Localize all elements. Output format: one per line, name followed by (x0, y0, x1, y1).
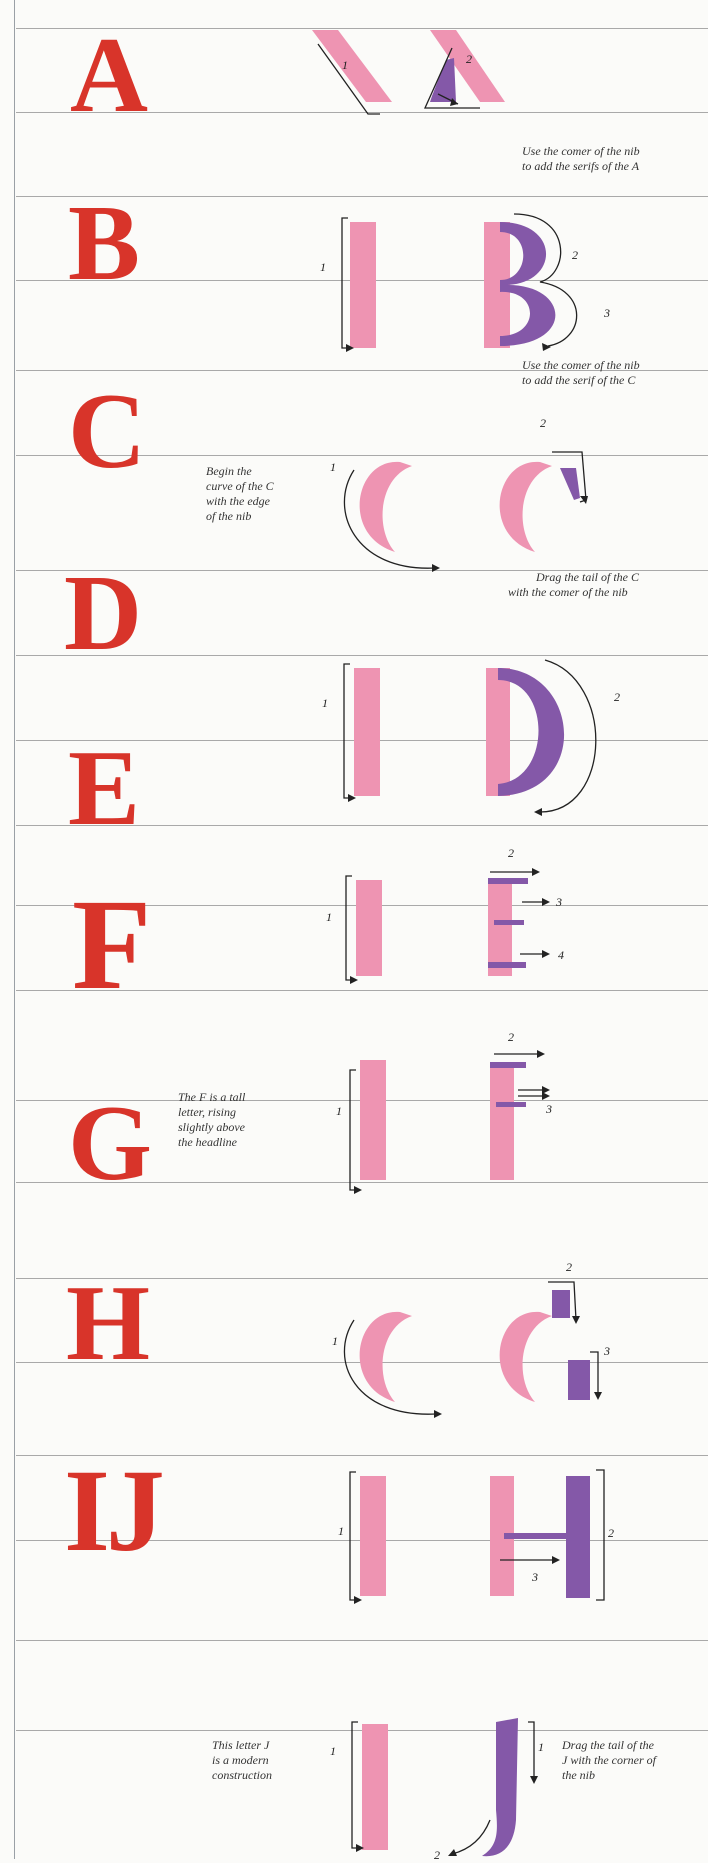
side-note-ij: This letter J is a modern construction (212, 1738, 322, 1783)
note-a: Use the comer of the nib to add the seri… (522, 144, 708, 174)
side-note-c: Begin the curve of the C with the edge o… (206, 464, 316, 524)
note-line: the nib (562, 1768, 708, 1783)
note-line: Begin the (206, 464, 316, 479)
row-a-strokes (312, 30, 505, 114)
note-b: Use the comer of the nib to add the seri… (522, 358, 708, 388)
stroke-number: 2 (508, 846, 514, 861)
side-note-f: The F is a tall letter, rising slightly … (178, 1090, 308, 1150)
note-line: to add the serifs of the A (522, 159, 708, 174)
note-line: The F is a tall (178, 1090, 308, 1105)
stroke-number: 2 (614, 690, 620, 705)
note-line: This letter J (212, 1738, 322, 1753)
stroke-number: 3 (604, 306, 610, 321)
note-line: with the edge (206, 494, 316, 509)
stroke-number: 3 (546, 1102, 552, 1117)
stroke-number: 1 (330, 460, 336, 475)
row-e-strokes (346, 868, 550, 984)
note-line: to add the serif of the C (522, 373, 708, 388)
row-b-strokes (342, 214, 577, 352)
stroke-number: 3 (532, 1570, 538, 1585)
row-c-strokes (344, 452, 588, 572)
row-f-strokes (350, 1050, 550, 1194)
note-line: construction (212, 1768, 322, 1783)
stroke-number: 1 (320, 260, 326, 275)
stroke-number: 2 (508, 1030, 514, 1045)
note-line: with the comer of the nib (508, 585, 708, 600)
stroke-number: 1 (330, 1744, 336, 1759)
note-line: letter, rising (178, 1105, 308, 1120)
note-line: Drag the tail of the (562, 1738, 708, 1753)
stroke-number: 2 (572, 248, 578, 263)
row-g-strokes (344, 1282, 602, 1418)
note-line: Use the comer of the nib (522, 144, 708, 159)
stroke-number: 2 (608, 1526, 614, 1541)
stroke-number: 1 (538, 1740, 544, 1755)
note-c: Drag the tail of the C with the comer of… (508, 570, 708, 600)
row-ij-strokes (352, 1718, 538, 1856)
note-line: J with the corner of (562, 1753, 708, 1768)
note-ij: Drag the tail of the J with the corner o… (562, 1738, 708, 1783)
note-line: curve of the C (206, 479, 316, 494)
note-line: is a modern (212, 1753, 322, 1768)
stroke-number: 2 (466, 52, 472, 67)
stroke-number: 1 (336, 1104, 342, 1119)
stroke-number: 4 (558, 948, 564, 963)
row-h-strokes (350, 1470, 604, 1604)
note-line: Use the comer of the nib (522, 358, 708, 373)
stroke-number: 2 (434, 1848, 440, 1863)
row-d-strokes (344, 660, 596, 816)
stroke-number: 1 (326, 910, 332, 925)
stroke-number: 1 (332, 1334, 338, 1349)
note-line: slightly above (178, 1120, 308, 1135)
stroke-number: 1 (342, 58, 348, 73)
stroke-number: 2 (566, 1260, 572, 1275)
stroke-number: 1 (322, 696, 328, 711)
stroke-number: 2 (540, 416, 546, 431)
note-line: Drag the tail of the C (508, 570, 708, 585)
stroke-number: 3 (604, 1344, 610, 1359)
note-line: the headline (178, 1135, 308, 1150)
stroke-number: 3 (556, 895, 562, 910)
note-line: of the nib (206, 509, 316, 524)
stroke-number: 1 (338, 1524, 344, 1539)
